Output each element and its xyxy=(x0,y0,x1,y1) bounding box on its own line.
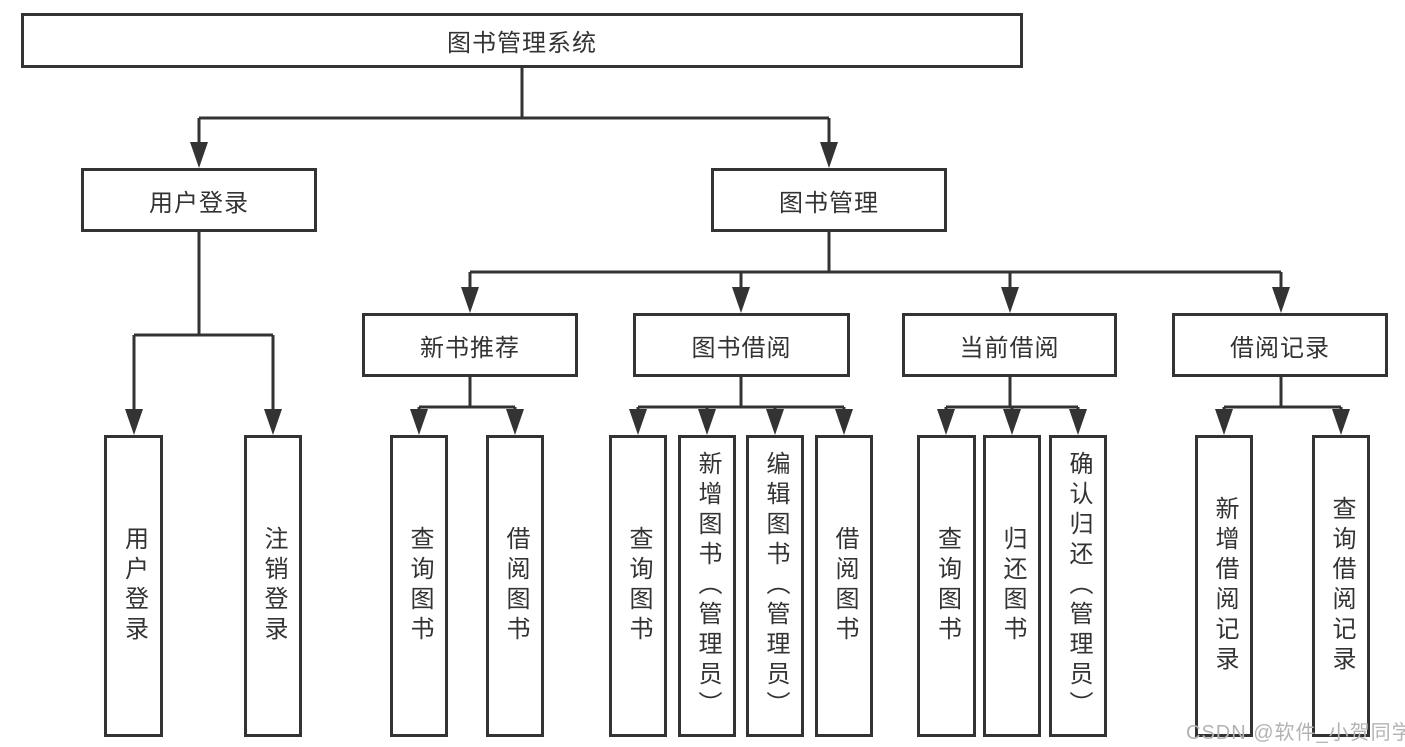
node-root-label: 图书管理系统 xyxy=(447,30,597,57)
leaf-logout: 注销登录 xyxy=(244,435,302,737)
leaf-recommend-query-books: 查询图书 xyxy=(390,435,448,737)
leaf-records-query-record: 查询借阅记录 xyxy=(1312,435,1370,737)
leaf-logout-label: 注销登录 xyxy=(260,526,287,646)
node-borrow-records: 借阅记录 xyxy=(1172,313,1388,377)
leaf-borrow-edit-books-admin: 编辑图书（管理员） xyxy=(746,435,804,737)
leaf-current-query-books: 查询图书 xyxy=(917,435,976,737)
leaf-user-login: 用户登录 xyxy=(104,435,163,737)
leaf-recommend-borrow-books-label: 借阅图书 xyxy=(502,526,529,646)
leaf-current-return-books: 归还图书 xyxy=(983,435,1041,737)
leaf-current-confirm-return-admin: 确认归还（管理员） xyxy=(1049,435,1107,737)
leaf-current-query-books-label: 查询图书 xyxy=(933,526,961,646)
leaf-borrow-borrow-books: 借阅图书 xyxy=(815,435,873,737)
leaf-borrow-add-books-admin: 新增图书（管理员） xyxy=(678,435,736,737)
leaf-borrow-query-books-label: 查询图书 xyxy=(625,526,652,646)
node-book-borrow-label: 图书借阅 xyxy=(691,334,792,362)
node-user-login-label: 用户登录 xyxy=(149,189,249,217)
leaf-borrow-borrow-books-label: 借阅图书 xyxy=(831,526,858,646)
node-user-login: 用户登录 xyxy=(81,168,317,232)
leaf-borrow-edit-books-admin-label: 编辑图书（管理员） xyxy=(762,451,789,721)
node-new-book-recommend-label: 新书推荐 xyxy=(420,334,520,362)
leaf-current-return-books-label: 归还图书 xyxy=(999,526,1026,646)
node-new-book-recommend: 新书推荐 xyxy=(362,313,578,377)
leaf-recommend-borrow-books: 借阅图书 xyxy=(486,435,544,737)
node-current-borrow: 当前借阅 xyxy=(902,313,1117,377)
node-current-borrow-label: 当前借阅 xyxy=(959,334,1060,362)
leaf-records-add-record: 新增借阅记录 xyxy=(1195,435,1253,737)
node-root-system: 图书管理系统 xyxy=(21,13,1023,68)
leaf-user-login-label: 用户登录 xyxy=(120,526,148,646)
csdn-watermark: CSDN @软件_小贺同学 xyxy=(1186,722,1405,744)
leaf-borrow-add-books-admin-label: 新增图书（管理员） xyxy=(694,451,721,721)
node-book-management-label: 图书管理 xyxy=(779,189,879,217)
leaf-borrow-query-books: 查询图书 xyxy=(609,435,667,737)
leaf-recommend-query-books-label: 查询图书 xyxy=(406,526,433,646)
leaf-records-add-record-label: 新增借阅记录 xyxy=(1211,496,1238,676)
node-book-management: 图书管理 xyxy=(711,168,947,232)
leaf-records-query-record-label: 查询借阅记录 xyxy=(1328,496,1355,676)
arrowheads xyxy=(125,142,1350,435)
leaf-current-confirm-return-admin-label: 确认归还（管理员） xyxy=(1065,451,1092,721)
node-book-borrow: 图书借阅 xyxy=(633,313,850,377)
node-borrow-records-label: 借阅记录 xyxy=(1230,334,1330,362)
